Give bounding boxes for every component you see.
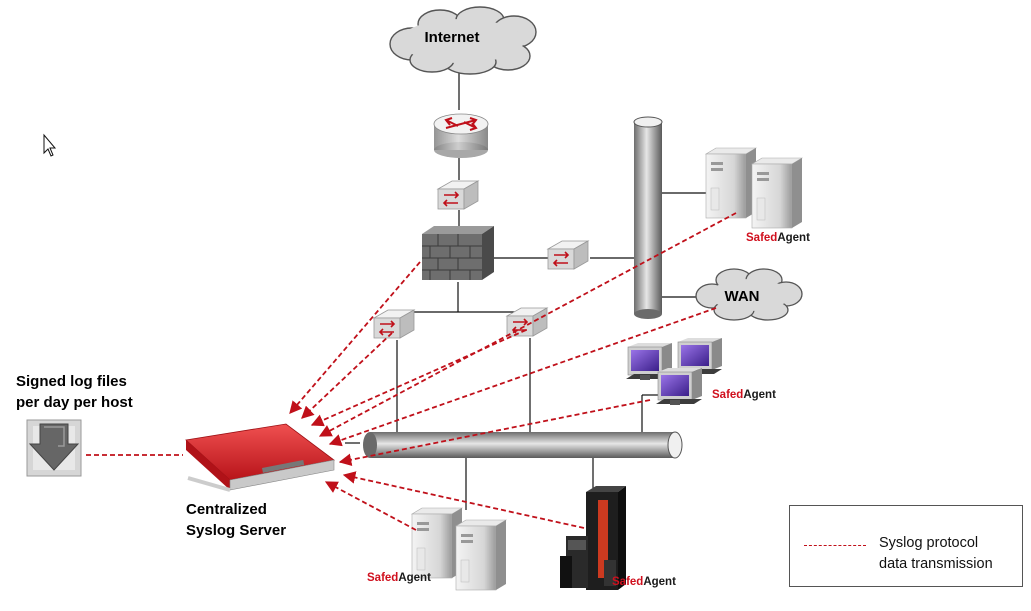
legend-box: Syslog protocol data transmission — [789, 505, 1023, 587]
signed-log-files-label-line2: per day per host — [16, 394, 133, 411]
legend-dashed-line — [804, 545, 866, 546]
syslog-server-icon — [185, 423, 335, 492]
download-arrow-icon — [26, 419, 82, 477]
wan-label: WAN — [725, 288, 760, 305]
server-label-line1: Centralized — [186, 501, 267, 518]
safed-agent-logo-mainframe: SafedAgent — [612, 576, 676, 588]
switch-icon-right — [547, 240, 589, 270]
horizontal-backbone-pipe — [363, 431, 683, 459]
vertical-backbone-pipe — [633, 116, 663, 319]
switch-icon-left — [373, 309, 415, 339]
server-tower-group-bottom: SafedAgent — [367, 507, 507, 591]
wan-cloud: WAN — [695, 268, 803, 321]
safed-agent-logo-bottom-left: SafedAgent — [367, 572, 431, 584]
server-tower-icon — [705, 147, 757, 219]
server-label-line2: Syslog Server — [186, 522, 286, 539]
router-icon — [433, 113, 489, 158]
internet-label: Internet — [424, 29, 479, 46]
workstation-group: SafedAgent — [625, 337, 776, 406]
workstation-icon — [655, 367, 703, 406]
internet-cloud: Internet — [389, 6, 537, 75]
server-tower-group-top: SafedAgent — [705, 147, 810, 244]
firewall-icon — [422, 226, 494, 280]
safed-agent-logo-top: SafedAgent — [746, 232, 810, 244]
server-tower-icon — [455, 519, 507, 591]
cursor-icon — [43, 133, 57, 157]
signed-log-files-label-line1: Signed log files — [16, 373, 127, 390]
safed-agent-logo-workstations: SafedAgent — [712, 389, 776, 401]
syslog-flow-lines — [86, 212, 737, 531]
mainframe-icon: SafedAgent — [560, 486, 676, 590]
switch-icon-top — [437, 180, 479, 210]
server-tower-icon — [751, 157, 803, 229]
legend-text: Syslog protocol data transmission — [879, 535, 993, 572]
server-tower-icon — [411, 507, 463, 579]
